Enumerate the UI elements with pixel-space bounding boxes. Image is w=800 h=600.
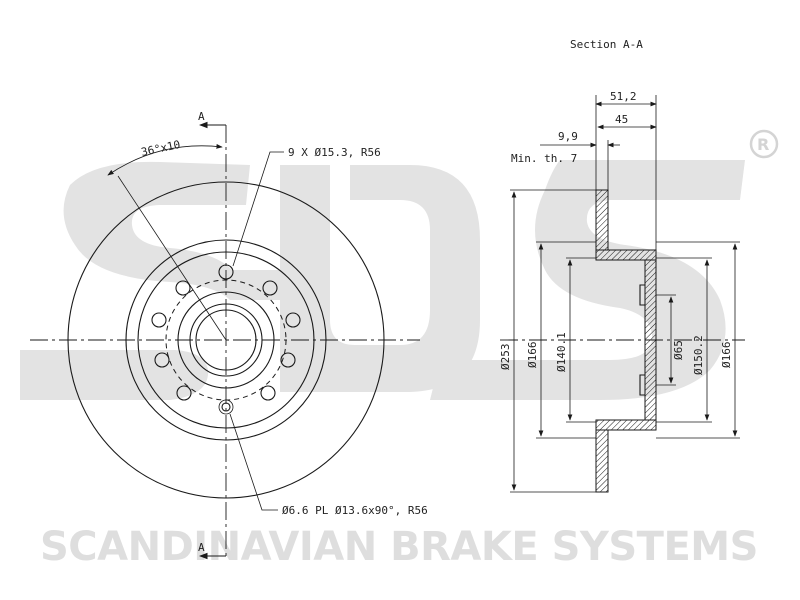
- small-hole-label: Ø6.6 PL Ø13.6x90°, R56: [282, 504, 428, 517]
- dim-total-height: 51,2: [610, 90, 637, 103]
- dim-outer-diameter: Ø253: [499, 344, 512, 371]
- svg-text:R: R: [757, 135, 769, 154]
- bolt-holes-label: 9 X Ø15.3, R56: [288, 146, 381, 159]
- section-view: Section A-A Ø253 Ø166 Ø: [499, 38, 745, 493]
- section-title: Section A-A: [570, 38, 643, 51]
- dim-hat-outer-left: Ø166: [526, 342, 539, 369]
- dim-disc-thickness: 9,9: [558, 130, 578, 143]
- section-marker-bottom: A: [198, 541, 205, 554]
- bolt-holes: [151, 264, 301, 415]
- brand-watermark-text: SCANDINAVIAN BRAKE SYSTEMS: [40, 524, 758, 570]
- dim-hat-outer-right: Ø166: [720, 342, 733, 369]
- section-marker-top: A: [198, 110, 205, 123]
- dim-hat-inner-left: Ø140.1: [555, 332, 568, 372]
- dim-hat-inner-right: Ø150.2: [692, 335, 705, 375]
- dim-min-thickness: Min. th. 7: [511, 152, 577, 165]
- sbs-watermark-logo: [20, 160, 745, 400]
- front-view: A A 36°x10 9 X Ø15.3, R56 Ø6.6 PL Ø13.6x…: [30, 110, 428, 560]
- registered-mark-icon: R: [749, 129, 779, 159]
- angle-label: 36°x10: [140, 138, 182, 159]
- dim-center-bore: Ø65: [672, 340, 685, 360]
- dim-hat-height: 45: [615, 113, 628, 126]
